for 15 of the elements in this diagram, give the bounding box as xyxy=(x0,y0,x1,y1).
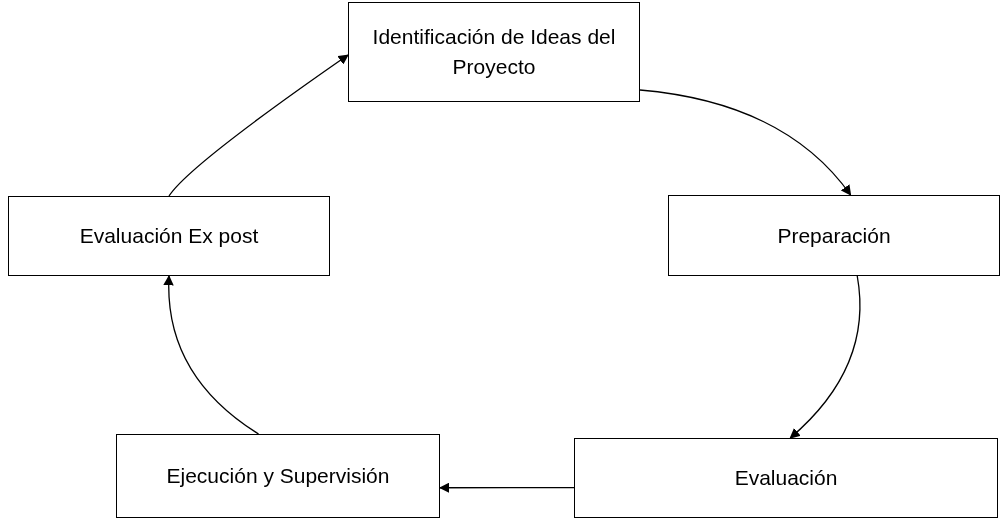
box-label: Evaluación Ex post xyxy=(79,223,259,249)
arrow xyxy=(639,89,852,196)
arrow xyxy=(168,54,349,197)
box-label: Evaluación xyxy=(734,465,838,491)
process-box xyxy=(8,196,330,276)
process-box xyxy=(668,195,1000,276)
process-box xyxy=(116,434,440,518)
box-label: Identificación de Ideas del Proyecto xyxy=(371,24,617,80)
process-box xyxy=(574,438,998,518)
process-box xyxy=(348,2,640,102)
arrow xyxy=(438,482,575,493)
arrow xyxy=(163,274,260,435)
box-label: Ejecución y Supervisión xyxy=(166,463,390,489)
arrow xyxy=(789,275,861,439)
box-label: Preparación xyxy=(777,222,891,249)
